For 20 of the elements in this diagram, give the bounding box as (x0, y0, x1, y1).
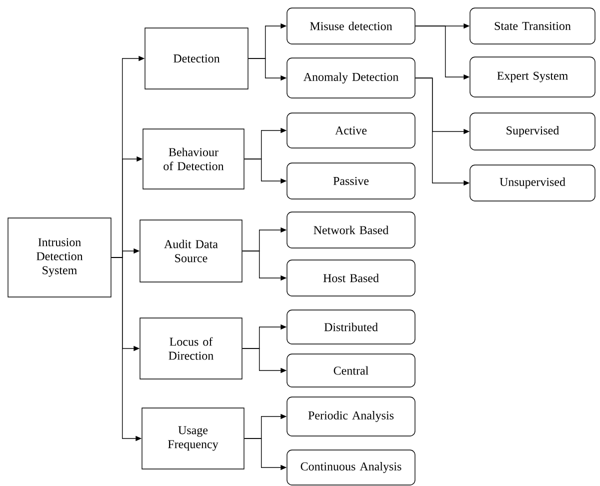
leaf-box: Active (286, 112, 416, 148)
category-box: Audit Data Source (140, 220, 242, 282)
leaf-box: Expert System (470, 56, 596, 98)
leaf-box: Supervised (470, 112, 596, 150)
leaf-box: Passive (286, 162, 416, 200)
category-box: Behaviour of Detection (142, 128, 244, 190)
category-box: Locus of Direction (140, 318, 242, 380)
leaf-box: Misuse detection (286, 8, 416, 44)
leaf-box: State Transition (470, 8, 596, 44)
leaf-box: Central (286, 354, 416, 388)
leaf-box: Host Based (286, 260, 416, 296)
category-box: Intrusion Detection System (8, 218, 112, 298)
category-box: Detection (144, 28, 248, 90)
leaf-box: Periodic Analysis (286, 396, 416, 436)
leaf-box: Distributed (286, 310, 416, 344)
leaf-box: Anomaly Detection (286, 58, 416, 98)
leaf-box: Unsupervised (470, 164, 596, 202)
category-box: Usage Frequency (142, 408, 244, 470)
leaf-box: Network Based (286, 212, 416, 248)
leaf-box: Continuous Analysis (286, 450, 416, 486)
